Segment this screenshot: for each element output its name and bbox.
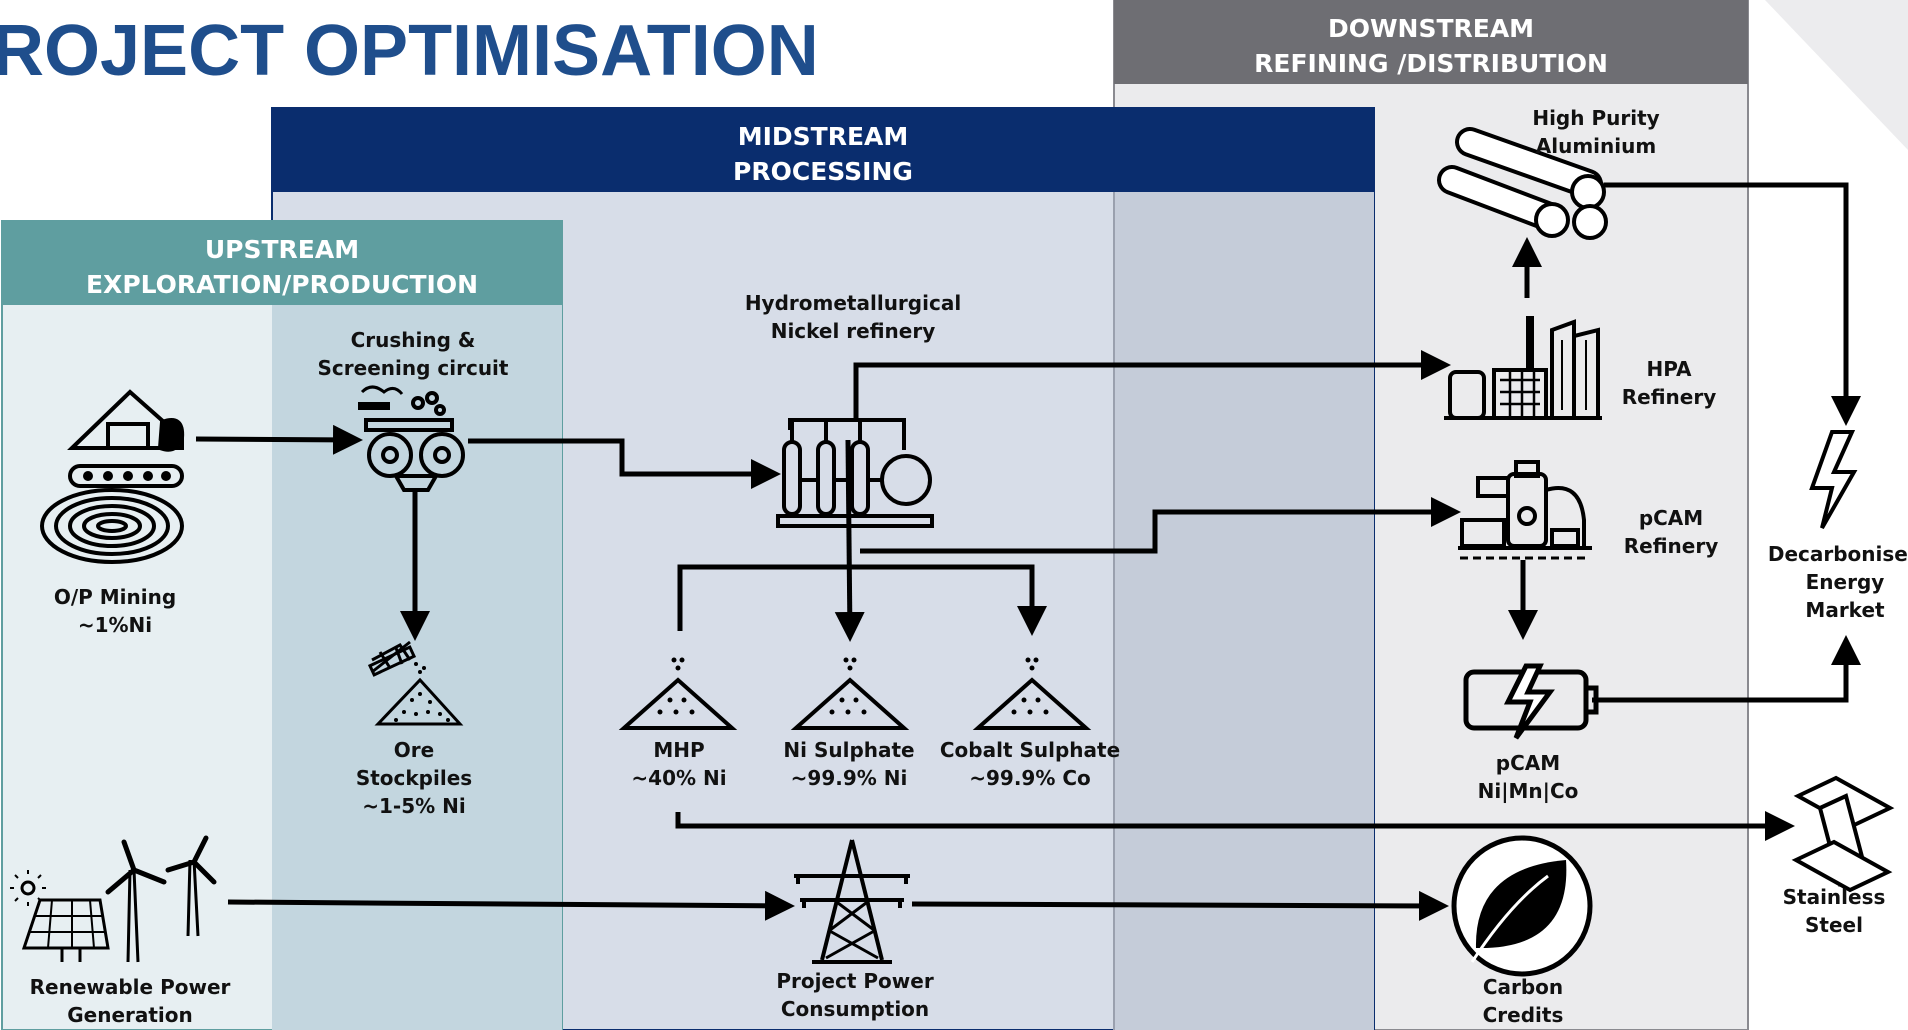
upstream-overlap [272, 305, 562, 1030]
mhp-pile-icon [618, 657, 738, 730]
crushing-label: Crushing &Screening circuit [317, 328, 509, 380]
midstream-overlap [1114, 190, 1374, 1030]
hpa-factory-icon [1444, 316, 1602, 420]
solar-wind-icon [10, 835, 217, 963]
cobalt-sulphate-label: Cobalt Sulphate~99.9% Co [939, 738, 1121, 790]
refinery-plant-icon [776, 418, 934, 528]
corner-decoration [1765, 0, 1908, 150]
stockpile-icon [367, 640, 464, 726]
steel-beam-icon [1791, 775, 1895, 893]
connectors [195, 182, 1861, 921]
op-mining-label: O/P Mining~1%Ni [53, 585, 177, 637]
ni-sulphate-label: Ni Sulphate~99.9% Ni [783, 738, 915, 790]
downstream-header [1114, 0, 1748, 84]
power-tower-icon [794, 839, 910, 964]
cobalt-sulphate-pile-icon [972, 657, 1092, 730]
mhp-label: MHP~40% Ni [631, 738, 727, 790]
pcam-plant-icon [1458, 460, 1592, 560]
upstream-header [2, 221, 562, 305]
midstream-header [272, 108, 1374, 192]
excavator-mine-icon [40, 389, 185, 564]
ni-sulphate-pile-icon [790, 657, 910, 730]
leaf-icon [1451, 835, 1593, 977]
aluminium-bars-icon [1437, 127, 1608, 240]
lightning-bolt-icon [1809, 430, 1858, 529]
page-title: ROJECT OPTIMISATION [0, 11, 819, 91]
crusher-icon [358, 385, 465, 492]
battery-icon [1463, 663, 1599, 740]
